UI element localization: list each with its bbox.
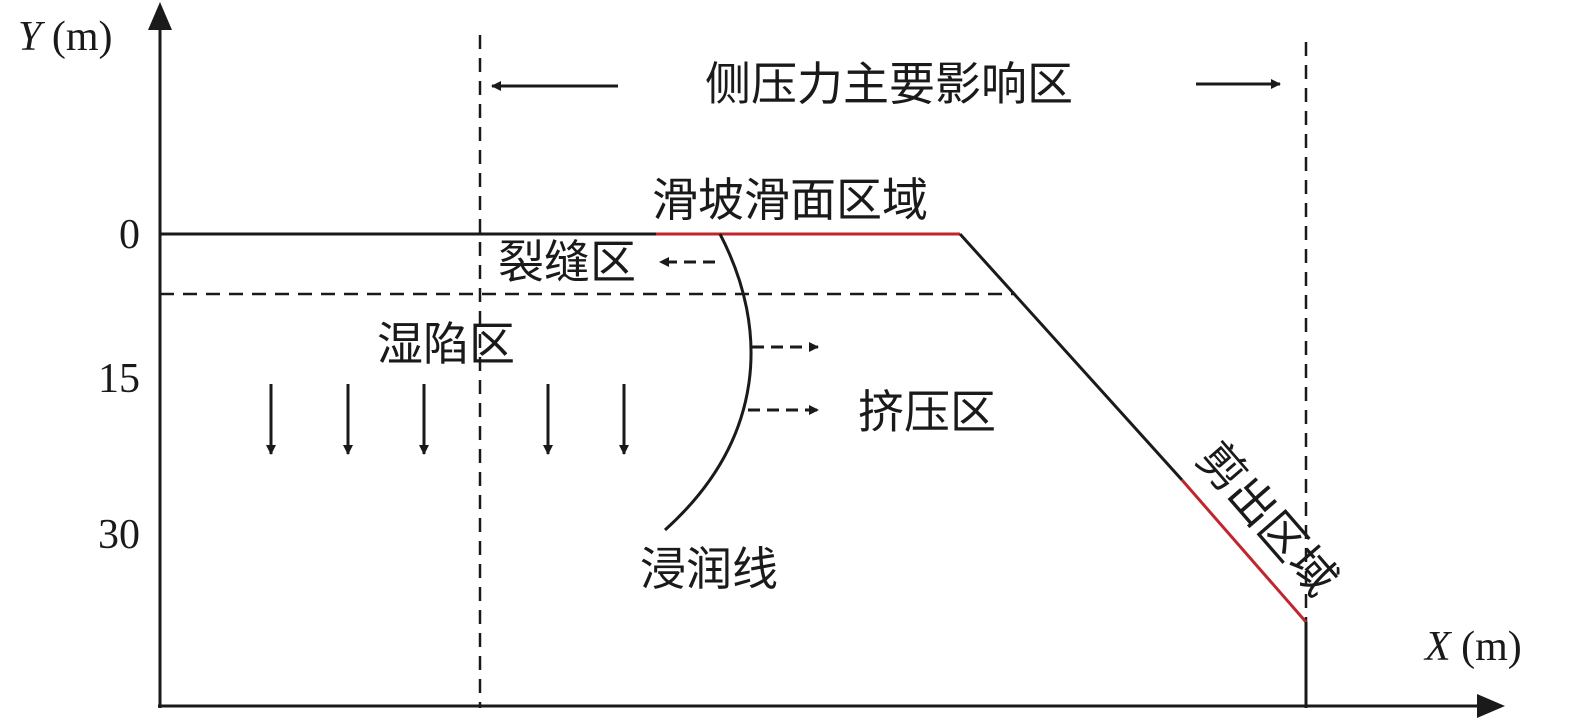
shear-out-segment	[1180, 479, 1308, 623]
x-axis-title: X (m)	[1423, 624, 1522, 670]
settlement-arrows	[266, 384, 629, 455]
collapse-zone-label: 湿陷区	[377, 317, 515, 371]
y-axis-arrow-icon	[148, 2, 172, 30]
x-axis-arrow-icon	[1477, 694, 1505, 718]
squeeze-zone-label: 挤压区	[858, 385, 996, 439]
crack-zone-label: 裂缝区	[498, 235, 636, 289]
lateral-zone-label: 侧压力主要影响区	[705, 57, 1073, 111]
slide-surface-label: 滑坡滑面区域	[652, 173, 928, 227]
y-axis-title: Y (m)	[18, 14, 113, 60]
y-tick-0: 0	[119, 212, 140, 258]
phreatic-line-label: 浸润线	[640, 542, 778, 596]
slope-face	[958, 232, 1184, 482]
y-tick-30: 30	[98, 512, 140, 558]
phreatic-line-curve	[663, 233, 753, 532]
y-tick-15: 15	[98, 356, 140, 402]
